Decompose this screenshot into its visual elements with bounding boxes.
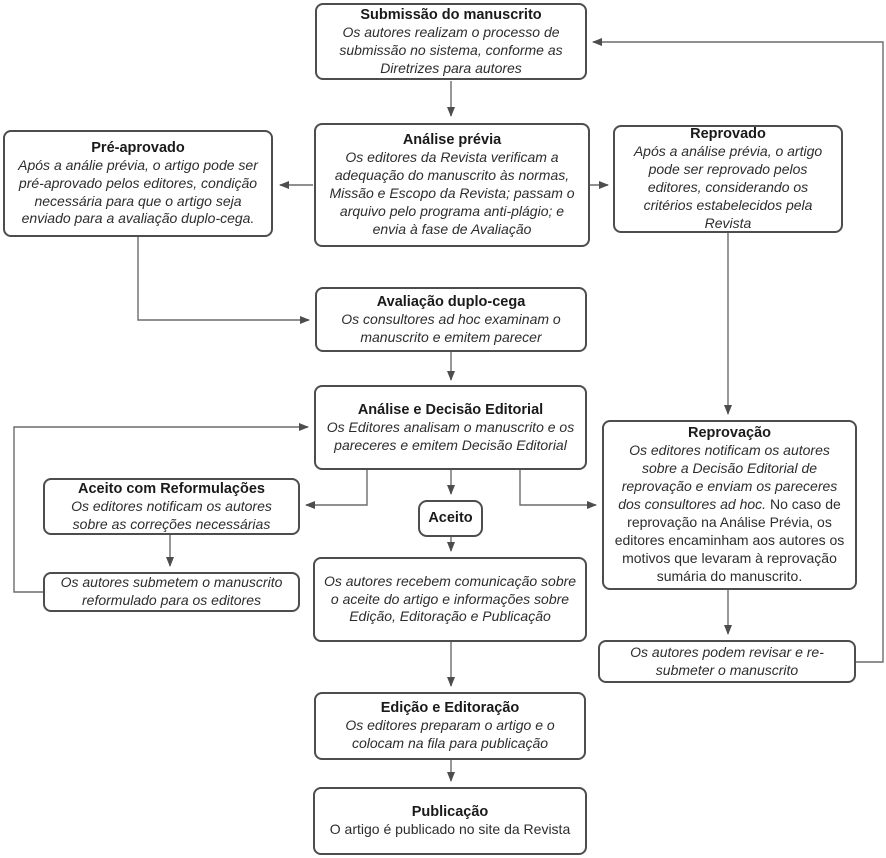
node-aceito: Aceito: [418, 500, 483, 537]
node-body: Após a análise prévia, o artigo pode ser…: [633, 143, 823, 231]
edge-decisao-to-reprovacao: [519, 470, 597, 509]
node-publicacao: Publicação O artigo é publicado no site …: [313, 787, 587, 855]
node-body: Os autores recebem comunicação sobre o a…: [323, 572, 577, 625]
node-submissao-manuscrito: Submissão do manuscrito Os autores reali…: [315, 3, 587, 80]
node-revisar-resubmeter: Os autores podem revisar e re-submeter o…: [598, 640, 856, 683]
node-body: Os consultores ad hoc examinam o manuscr…: [341, 310, 561, 345]
edge-pre-aprovado-to-avaliacao: [137, 237, 310, 324]
node-body: Após a análie prévia, o artigo pode ser …: [18, 156, 258, 227]
node-analise-previa: Análise prévia Os editores da Revista ve…: [314, 123, 590, 247]
node-title: Submissão do manuscrito: [360, 6, 542, 23]
node-title: Reprovação: [687, 425, 771, 442]
node-pre-aprovado: Pré-aprovado Após a análie prévia, o art…: [3, 130, 273, 237]
node-body: Os editores notificam os autores sobre a…: [71, 497, 272, 532]
node-title: Análise e Decisão Editorial: [357, 401, 544, 418]
node-reprovacao: Reprovação Os editores notificam os auto…: [602, 420, 857, 590]
node-reprovado: Reprovado Após a análise prévia, o artig…: [613, 125, 843, 233]
node-body: Os Editores analisam o manuscrito e os p…: [326, 418, 575, 453]
node-title: Aceito: [428, 510, 473, 527]
node-body: Os autores realizam o processo de submis…: [339, 23, 563, 76]
node-title: Reprovado: [690, 126, 766, 143]
node-title: Avaliação duplo-cega: [376, 293, 526, 310]
node-avaliacao-duplo-cega: Avaliação duplo-cega Os consultores ad h…: [315, 287, 587, 352]
node-analise-decisao-editorial: Análise e Decisão Editorial Os Editores …: [314, 385, 587, 470]
node-comunicacao-aceite: Os autores recebem comunicação sobre o a…: [313, 557, 587, 642]
node-edicao-editoracao: Edição e Editoração Os editores preparam…: [314, 692, 586, 760]
node-resubmissao-reformulado: Os autores submetem o manuscrito reformu…: [43, 572, 300, 612]
node-body: O artigo é publicado no site da Revista: [329, 821, 571, 838]
node-title: Publicação: [411, 803, 489, 820]
node-body-regular-part: No caso de reprovação na Análise Prévia,…: [614, 496, 845, 584]
node-aceito-com-reformulacoes: Aceito com Reformulações Os editores not…: [43, 478, 300, 535]
edge-decisao-to-aceito-reformulacoes: [305, 470, 368, 509]
node-body: Os editores notificam os autores sobre a…: [612, 442, 847, 585]
node-title: Edição e Editoração: [380, 700, 520, 717]
node-body: Os editores da Revista verificam a adequ…: [329, 149, 575, 237]
node-body: Os autores podem revisar e re-submeter o…: [630, 643, 824, 678]
node-title: Aceito com Reformulações: [78, 480, 265, 497]
node-body: Os editores preparam o artigo e o coloca…: [345, 717, 555, 752]
node-body: Os autores submetem o manuscrito reformu…: [60, 574, 283, 608]
node-body-italic-part: Os editores notificam os autores sobre a…: [618, 442, 838, 513]
node-title: Pré-aprovado: [91, 139, 185, 156]
node-title: Análise prévia: [402, 132, 502, 149]
